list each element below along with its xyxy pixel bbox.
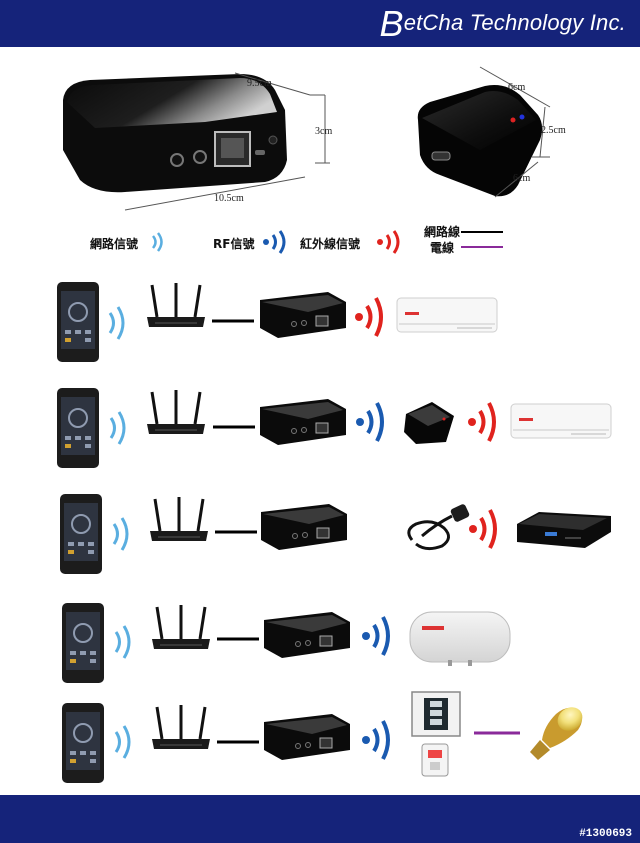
- air-conditioner-image: [396, 297, 498, 333]
- network-cable-line: [217, 740, 259, 744]
- ir-signal-icon: [468, 402, 496, 442]
- network-cable-line: [215, 530, 257, 534]
- hub-width-label: 9.5cm: [247, 78, 272, 89]
- smartphone-image: [62, 603, 104, 683]
- legend-network-cable-label: 網路線: [424, 225, 461, 239]
- wifi-signal-icon: [114, 725, 131, 759]
- water-heater-image: [409, 611, 511, 666]
- network-cable-line: [217, 637, 259, 641]
- wifi-signal-icon: [151, 232, 163, 252]
- legend-power-cable-label: 電線: [430, 241, 455, 255]
- legend-network-signal-label: 網路信號: [90, 237, 139, 251]
- smartphone-image: [60, 494, 102, 574]
- network-cable-line: [212, 319, 254, 323]
- air-conditioner-image: [510, 403, 612, 439]
- hub-device-image: [260, 399, 346, 445]
- wifi-router-image: [147, 390, 205, 434]
- mini-height-label: 2.5cm: [541, 125, 566, 136]
- power-cord-image: [407, 504, 470, 551]
- watermark-text: #1300693: [579, 828, 632, 840]
- mini-device-image: [417, 85, 543, 197]
- wall-switch-and-smart-plug-image: [411, 691, 461, 777]
- network-cable-line: [213, 425, 255, 429]
- wifi-router-image: [147, 283, 205, 327]
- rf-signal-icon: [263, 230, 286, 254]
- wifi-signal-icon: [109, 411, 126, 445]
- mini-width-label: 6cm: [513, 173, 531, 184]
- wifi-router-image: [152, 605, 210, 649]
- ir-signal-icon: [469, 509, 497, 549]
- mini-ir-device-image: [404, 402, 454, 444]
- legend-rf-signal-label: RF信號: [213, 237, 255, 251]
- brand-logo: BetCha Technology Inc.: [379, 6, 626, 42]
- tv-box-image: [517, 512, 611, 548]
- mini-dimension-lines: [479, 66, 551, 198]
- legend-cable-lines: [461, 231, 503, 248]
- ir-signal-icon: [377, 230, 400, 254]
- mini-depth-label: 6cm: [508, 82, 526, 93]
- smartphone-image: [57, 282, 99, 362]
- power-cable-line: [474, 731, 520, 735]
- wifi-signal-icon: [112, 517, 129, 551]
- light-bulb-image: [530, 707, 583, 760]
- hub-device-image: [260, 292, 346, 338]
- wifi-signal-icon: [114, 625, 131, 659]
- wifi-signal-icon: [108, 306, 125, 340]
- legend-ir-signal-label: 紅外線信號: [300, 237, 361, 251]
- ir-signal-icon: [355, 297, 383, 337]
- hub-device-image: [264, 612, 350, 658]
- rf-signal-icon: [362, 616, 390, 656]
- hub-device-image: [264, 714, 350, 760]
- smartphone-image: [57, 388, 99, 468]
- wifi-router-image: [150, 497, 208, 541]
- brand-name: etCha Technology Inc.: [403, 10, 626, 35]
- hub-height-label: 3cm: [315, 126, 333, 137]
- smartphone-image: [62, 703, 104, 783]
- hub-device-image: [63, 74, 287, 193]
- hub-device-image: [261, 504, 347, 550]
- wifi-router-image: [152, 705, 210, 749]
- brand-initial: B: [379, 3, 404, 44]
- header-bar: BetCha Technology Inc.: [0, 0, 640, 47]
- rf-signal-icon: [356, 402, 384, 442]
- hub-dimension-lines: [124, 72, 330, 211]
- footer-bar: [0, 795, 640, 843]
- rf-signal-icon: [362, 720, 390, 760]
- hub-length-label: 10.5cm: [214, 193, 244, 204]
